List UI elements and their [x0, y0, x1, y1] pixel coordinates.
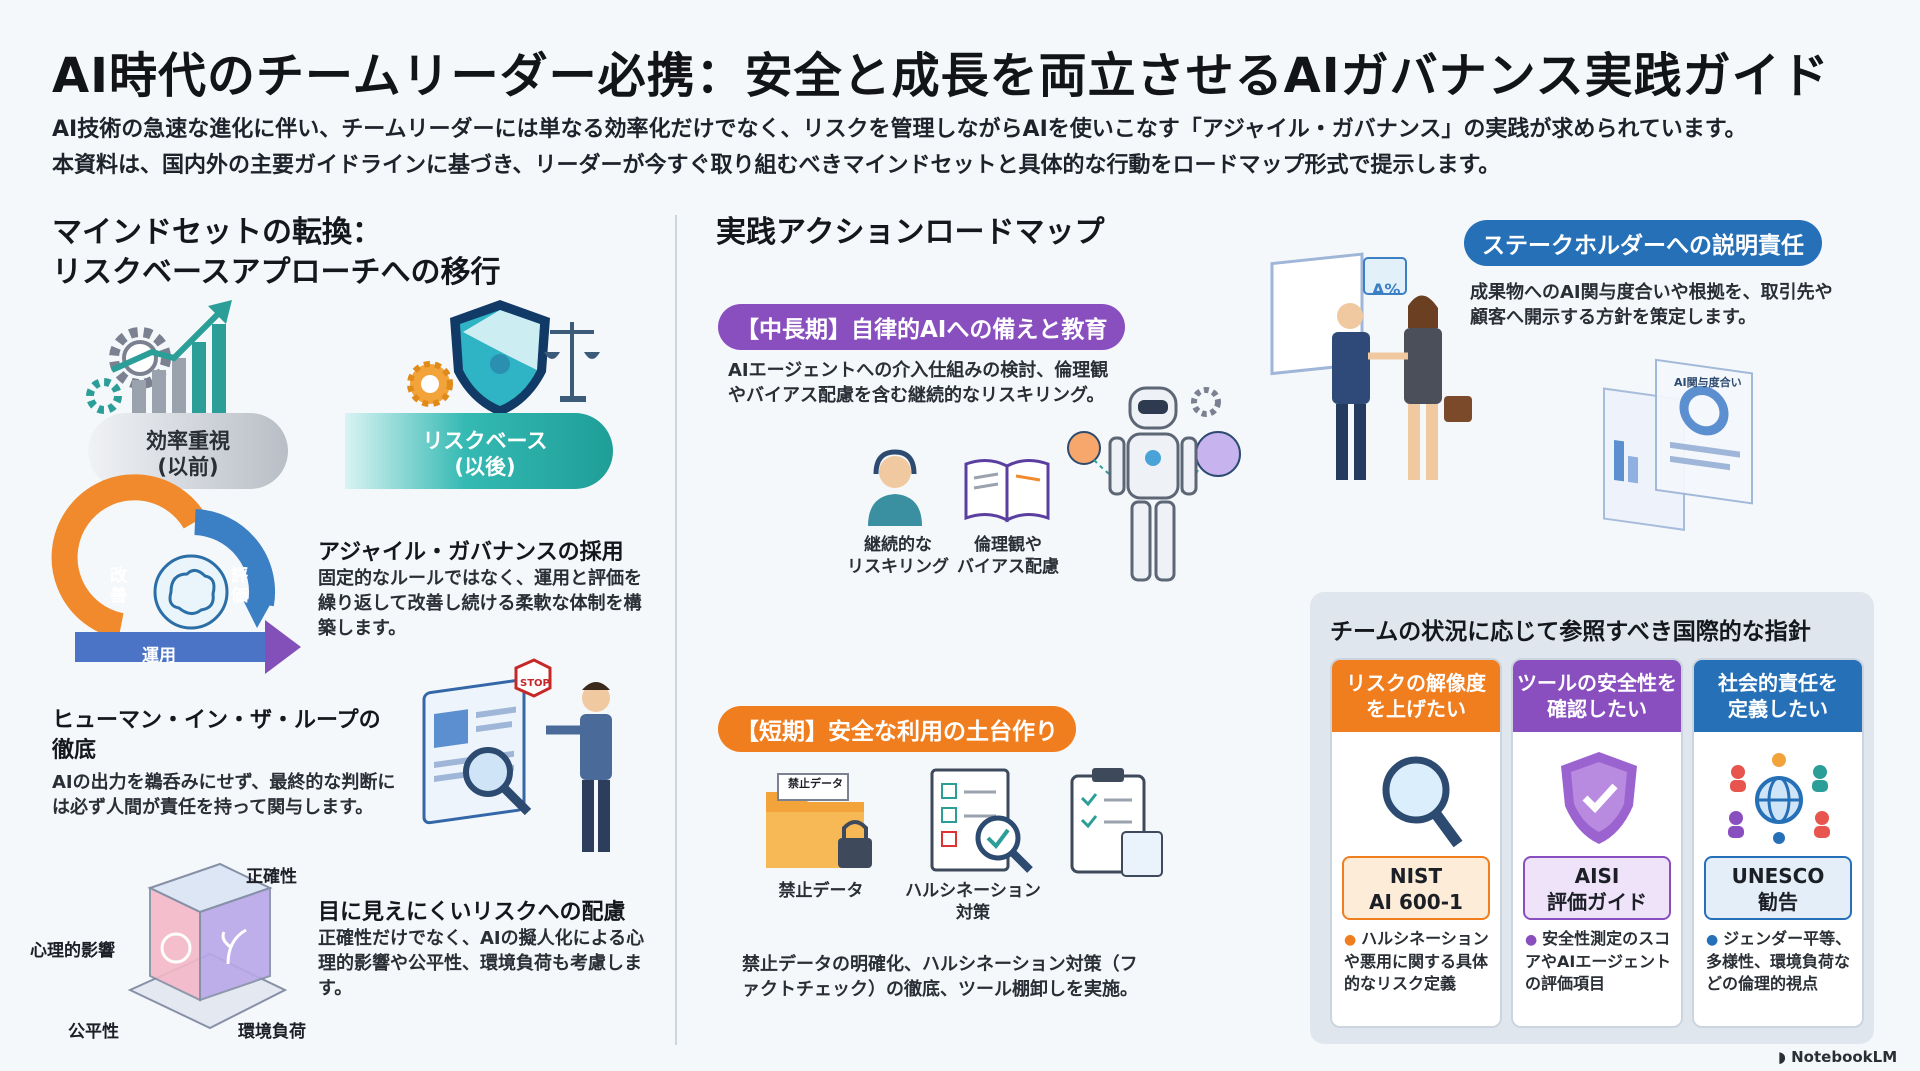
ethics-label-line2: バイアス配慮: [957, 557, 1059, 577]
guide-card-head-line2: 定義したい: [1728, 697, 1828, 721]
mindset-heading-line2: リスクベースアプローチへの移行: [52, 255, 501, 290]
guide-tag: UNESCO 勧告: [1704, 856, 1852, 920]
mindset-heading-line1: マインドセットの転換：: [52, 215, 382, 250]
cube-environment-label: 環境負荷: [238, 1022, 306, 1042]
before-label-sub: (以前): [157, 455, 219, 479]
after-label-main: リスクベース: [422, 429, 548, 453]
ethics-label-line1: 倫理観や: [974, 535, 1042, 555]
guide-text: ● 安全性測定のスコアやAIエージェントの評価項目: [1525, 929, 1672, 993]
cycle-evaluate-label: 評価: [231, 566, 248, 606]
short-term-body: 禁止データの明確化、ハルシネーション対策（ファクトチェック）の徹底、ツール棚卸し…: [742, 954, 1138, 1000]
cube-accuracy-label: 正確性: [246, 867, 297, 887]
column-divider: [675, 215, 677, 1045]
stop-sign-label: STOP: [520, 678, 550, 689]
hallucination-label-line1: ハルシネーション: [905, 881, 1041, 901]
disclosure-panel-illustration: [1603, 358, 1753, 531]
guide-text-content: ハルシネーションや悪用に関する具体的なリスク定義: [1344, 929, 1489, 993]
cycle-operate-label: 運用: [142, 646, 176, 666]
guide-tag: NIST AI 600-1: [1342, 856, 1490, 920]
hallucination-label-line2: 対策: [956, 903, 990, 923]
hitl-title-line2: 徹底: [52, 738, 97, 763]
guide-tag-line2: AI 600-1: [1369, 890, 1463, 914]
panel-title: AI関与度合い: [1674, 376, 1742, 389]
stakeholder-pill: ステークホルダーへの説明責任: [1464, 220, 1822, 266]
guide-tag-line1: NIST: [1389, 864, 1443, 888]
before-label: 効率重視 (以前): [108, 428, 268, 480]
ethics-book-icon: [964, 459, 1050, 523]
before-label-main: 効率重視: [146, 429, 230, 453]
guide-card-head-line2: 確認したい: [1547, 697, 1647, 721]
guide-card-head: 社会的責任を 定義したい: [1694, 660, 1862, 732]
guide-card-head: ツールの安全性を 確認したい: [1513, 660, 1681, 732]
guide-text-content: ジェンダー平等、多様性、環境負荷などの倫理的視点: [1706, 929, 1852, 993]
short-term-pill: 【短期】安全な利用の土台作り: [718, 706, 1076, 752]
shield-check-icon: [1561, 752, 1637, 844]
guide-tag-line2: 勧告: [1758, 890, 1798, 914]
mindset-heading: マインドセットの転換： リスクベースアプローチへの移行: [52, 213, 501, 293]
hitl-title: ヒューマン・イン・ザ・ループの 徹底: [52, 706, 381, 766]
guides-heading: チームの状況に応じて参照すべき国際的な指針: [1330, 619, 1811, 645]
guide-card-head-line1: 社会的責任を: [1718, 671, 1838, 695]
shield-scales-icon: [407, 300, 600, 416]
doc-tag: A%: [1372, 280, 1401, 299]
guide-tag: AISI 評価ガイド: [1523, 856, 1671, 920]
guide-card-head: リスクの解像度 を上げたい: [1332, 660, 1500, 732]
intro-line-2: 本資料は、国内外の主要ガイドラインに基づき、リーダーが今すぐ取り組むべきマインド…: [52, 153, 1501, 178]
guide-text: ● ジェンダー平等、多様性、環境負荷などの倫理的視点: [1706, 929, 1852, 993]
clipboard-icon: [1070, 768, 1163, 877]
agile-title: アジャイル・ガバナンスの採用: [318, 540, 624, 565]
efficiency-chart-icon: [86, 300, 232, 416]
guide-tag-line1: UNESCO: [1731, 864, 1825, 888]
reskilling-label: 継続的な リスキリング: [838, 534, 958, 578]
agile-body: 固定的なルールではなく、運用と評価を繰り返して改善し続ける柔軟な体制を構築します…: [318, 568, 642, 639]
handshake-illustration: [1270, 252, 1472, 480]
guide-card-head-line1: ツールの安全性を: [1517, 671, 1677, 695]
stakeholder-body: 成果物へのAI関与度合いや根拠を、取引先や顧客へ開示する方針を策定します。: [1470, 282, 1833, 328]
guide-text: ● ハルシネーションや悪用に関する具体的なリスク定義: [1344, 929, 1489, 993]
cube-fairness-label: 公平性: [68, 1022, 119, 1042]
hitl-title-line1: ヒューマン・イン・ザ・ループの: [52, 708, 381, 733]
mid-term-body: AIエージェントへの介入仕組みの検討、倫理観やバイアス配慮を含む継続的なリスキリ…: [728, 360, 1109, 406]
hitl-body: AIの出力を鵜呑みにせず、最終的な判断には必ず人間が責任を持って関与します。: [52, 772, 396, 818]
footer-brand: ◗ NotebookLM: [1778, 1048, 1897, 1066]
after-pill-bg: [345, 413, 613, 489]
cycle-improve-label: 改善: [110, 566, 127, 606]
locked-folder-icon: [766, 773, 872, 868]
page-title: AI時代のチームリーダー必携：安全と成長を両立させるAIガバナンス実践ガイド: [52, 48, 1830, 104]
footer-brand-text: NotebookLM: [1791, 1048, 1898, 1066]
intro-text: AI技術の急速な進化に伴い、チームリーダーには単なる効率化だけでなく、リスクを管…: [52, 112, 1747, 184]
guide-text-content: 安全性測定のスコアやAIエージェントの評価項目: [1525, 929, 1672, 993]
invisible-risk-body: 正確性だけでなく、AIの擬人化による心理的影響や公平性、環境負荷も考慮します。: [318, 928, 645, 999]
roadmap-heading: 実践アクションロードマップ: [716, 215, 1105, 250]
mid-term-pill: 【中長期】自律的AIへの備えと教育: [718, 304, 1126, 350]
guide-card-head-line2: を上げたい: [1366, 697, 1466, 721]
guide-card-head-line1: リスクの解像度: [1346, 671, 1486, 695]
globe-people-icon: [1728, 753, 1830, 844]
guide-card-unesco: 社会的責任を 定義したい UNESCO 勧告 ● ジェンダー平等、多様性、環境負…: [1692, 658, 1864, 1028]
ethics-label: 倫理観や バイアス配慮: [946, 534, 1070, 578]
magnifier-icon: [1382, 756, 1463, 848]
notebook-icon: ◗: [1778, 1048, 1792, 1066]
agile-cycle-diagram: [51, 474, 301, 674]
checklist-magnifier-icon: [930, 768, 1033, 873]
guide-card-aisi: ツールの安全性を 確認したい AISI 評価ガイド ● 安全性測定のスコアやAI…: [1511, 658, 1683, 1028]
reskilling-label-line1: 継続的な: [864, 535, 932, 555]
risk-cube-illustration: [127, 862, 288, 1030]
reskilling-label-line2: リスキリング: [847, 557, 949, 577]
after-label-sub: (以後): [454, 455, 516, 479]
folder-tag: 禁止データ: [788, 777, 843, 790]
invisible-risk-title: 目に見えにくいリスクへの配慮: [318, 900, 626, 925]
forbidden-data-label: 禁止データ: [778, 881, 864, 901]
guide-tag-line2: 評価ガイド: [1547, 890, 1647, 914]
ai-robot-illustration: [1067, 386, 1241, 582]
human-review-illustration: [422, 658, 612, 852]
cube-psych-label: 心理的影響: [30, 941, 115, 961]
headset-person-icon: [868, 449, 922, 526]
intro-line-1: AI技術の急速な進化に伴い、チームリーダーには単なる効率化だけでなく、リスクを管…: [52, 117, 1747, 142]
after-label: リスクベース (以後): [405, 428, 565, 480]
guide-card-nist: リスクの解像度 を上げたい NIST AI 600-1 ● ハルシネーションや悪…: [1330, 658, 1502, 1028]
guide-tag-line1: AISI: [1574, 864, 1620, 888]
hallucination-label: ハルシネーション 対策: [898, 880, 1048, 924]
